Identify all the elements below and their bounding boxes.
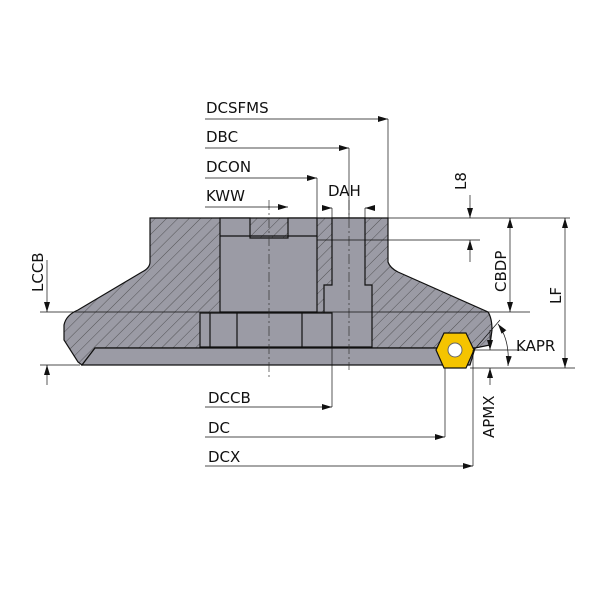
cutter-body — [63, 217, 493, 366]
insert — [435, 332, 475, 369]
center-lines — [268, 200, 350, 380]
label-cbdp: CBDP — [492, 251, 510, 292]
label-dcon: DCON — [206, 158, 251, 176]
label-dcx: DCX — [208, 448, 240, 466]
label-dbc: DBC — [206, 128, 238, 146]
label-kww: KWW — [206, 187, 245, 205]
label-lf: LF — [547, 287, 565, 304]
dimension-lines — [40, 116, 575, 469]
label-l8: L8 — [452, 172, 470, 190]
label-dc: DC — [208, 419, 230, 437]
label-kapr: KAPR — [516, 337, 555, 355]
label-apmx: APMX — [480, 395, 498, 438]
label-dcsfms: DCSFMS — [206, 99, 269, 117]
label-dccb: DCCB — [208, 389, 251, 407]
dimension-labels: DCSFMS DBC DCON KWW DAH L8 CBDP LF LCCB … — [29, 99, 565, 466]
label-lccb: LCCB — [29, 252, 47, 292]
label-dah: DAH — [328, 182, 361, 200]
